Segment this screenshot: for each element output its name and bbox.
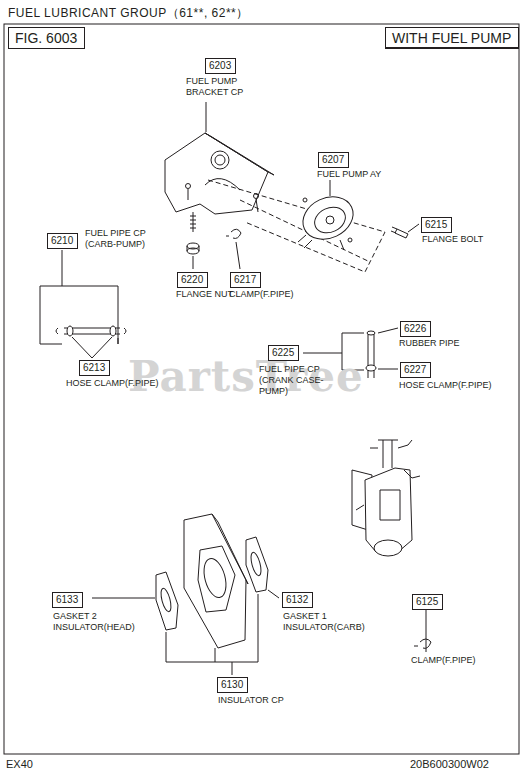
fuel-pump-bracket xyxy=(165,133,274,232)
watermark: PartsTree xyxy=(128,352,364,401)
leader-lines xyxy=(40,102,426,675)
part-name: HOSE CLAMP(F.PIPE) xyxy=(399,380,499,391)
part-name: FLANGE BOLT xyxy=(422,234,502,245)
part-name: FUEL PUMP BRACKET CP xyxy=(186,76,250,98)
callout-number: 6133 xyxy=(53,593,82,607)
pipe-clamp xyxy=(414,639,431,648)
callout-box: 6213HOSE CLAMP(F.PIPE) xyxy=(79,360,110,376)
callout-box: 6215FLANGE BOLT xyxy=(421,217,452,233)
part-name: RUBBER PIPE xyxy=(399,338,479,349)
callout-number: 6213 xyxy=(80,361,109,375)
header-text: FIG. 6003 xyxy=(9,28,84,48)
part-name: CLAMP(F.PIPE) xyxy=(411,655,491,666)
callout-number: 6203 xyxy=(206,59,235,73)
part-name: FLANGE NUT xyxy=(176,289,256,300)
fuel-pipe-carb-pump xyxy=(56,326,126,336)
header-text: WITH FUEL PUMP xyxy=(386,28,518,48)
callout-box: 6130INSULATOR CP xyxy=(217,677,248,693)
header-box: FIG. 6003 xyxy=(8,27,85,49)
model-code: EX40 xyxy=(6,758,33,770)
flange-bolt xyxy=(391,227,408,238)
page-title: FUEL LUBRICANT GROUP（61**, 62**） xyxy=(8,5,249,22)
callout-box: 6132GASKET 1 INSULATOR(CARB) xyxy=(282,592,313,608)
fuel-pipe-crank-case-pump xyxy=(366,331,376,378)
pipe-clamp xyxy=(226,229,241,238)
callout-number: 6220 xyxy=(178,273,207,287)
gasket xyxy=(156,537,268,630)
callout-number: 6132 xyxy=(283,593,312,607)
part-name: HOSE CLAMP(F.PIPE) xyxy=(66,378,166,389)
callout-box: 6207FUEL PUMP AY xyxy=(318,152,349,168)
insulator xyxy=(184,514,248,648)
callout-box: 6226RUBBER PIPE xyxy=(400,321,431,337)
callout-number: 6215 xyxy=(422,218,451,232)
callout-number: 6225 xyxy=(269,346,298,360)
part-name: INSULATOR CP xyxy=(218,695,298,706)
page-frame xyxy=(4,24,519,754)
carburetor xyxy=(352,440,420,556)
callout-box: 6210FUEL PIPE CP (CARB-PUMP) xyxy=(47,233,78,249)
callout-number: 6227 xyxy=(401,363,430,377)
callout-number: 6130 xyxy=(218,678,247,692)
drawing-number: 20B600300W02 xyxy=(410,758,489,770)
callout-number: 6210 xyxy=(48,234,77,248)
flange-nut xyxy=(187,243,199,254)
callout-number: 6226 xyxy=(401,322,430,336)
callout-number: 6125 xyxy=(413,595,442,609)
callout-box: 6125CLAMP(F.PIPE) xyxy=(412,594,443,610)
part-name: FUEL PIPE CP (CARB-PUMP) xyxy=(85,228,165,250)
part-name: GASKET 1 INSULATOR(CARB) xyxy=(283,611,373,633)
part-name: CLAMP(F.PIPE) xyxy=(229,289,309,300)
assembly-lines xyxy=(208,180,385,272)
callout-box: 6225FUEL PIPE CP (CRANK CASE-PUMP) xyxy=(268,345,299,361)
callout-box: 6217CLAMP(F.PIPE) xyxy=(230,272,261,288)
part-name: FUEL PUMP AY xyxy=(317,169,397,180)
callout-number: 6217 xyxy=(231,273,260,287)
callout-box: 6133GASKET 2 INSULATOR(HEAD) xyxy=(52,592,83,608)
callout-box: 6227HOSE CLAMP(F.PIPE) xyxy=(400,362,431,378)
callout-box: 6203FUEL PUMP BRACKET CP xyxy=(205,58,236,74)
callout-number: 6207 xyxy=(319,153,348,167)
callout-box: 6220FLANGE NUT xyxy=(177,272,208,288)
part-name: FUEL PIPE CP (CRANK CASE-PUMP) xyxy=(259,364,349,397)
part-name: GASKET 2 INSULATOR(HEAD) xyxy=(53,611,143,633)
header-box: WITH FUEL PUMP xyxy=(385,27,519,49)
fuel-pump xyxy=(296,189,360,250)
